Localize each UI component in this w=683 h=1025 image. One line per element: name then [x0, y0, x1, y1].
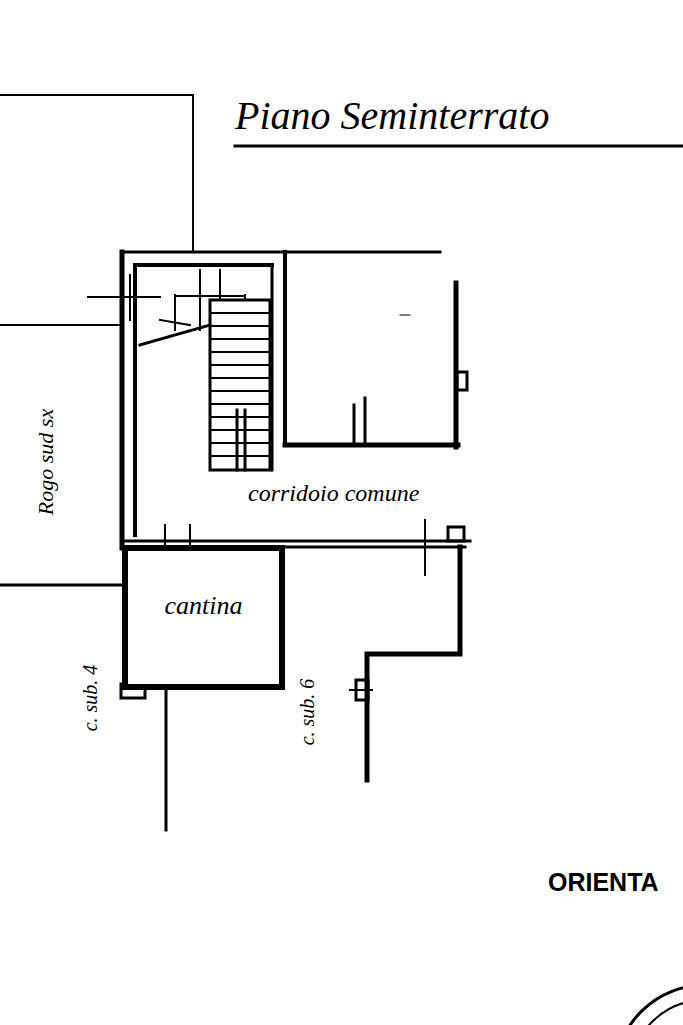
plan-title: Piano Seminterrato [235, 92, 549, 139]
corridor-label: corridoio comune [245, 480, 422, 507]
subunit-label: c. sub. 4 [79, 662, 102, 735]
room-name: cantina [128, 591, 279, 621]
orientation-label: ORIENTA [545, 868, 662, 897]
subunit-label: c. sub. 6 [296, 676, 319, 749]
neighbour-label: Rogo sud sx [33, 406, 59, 518]
room-box: cantina [122, 545, 285, 690]
